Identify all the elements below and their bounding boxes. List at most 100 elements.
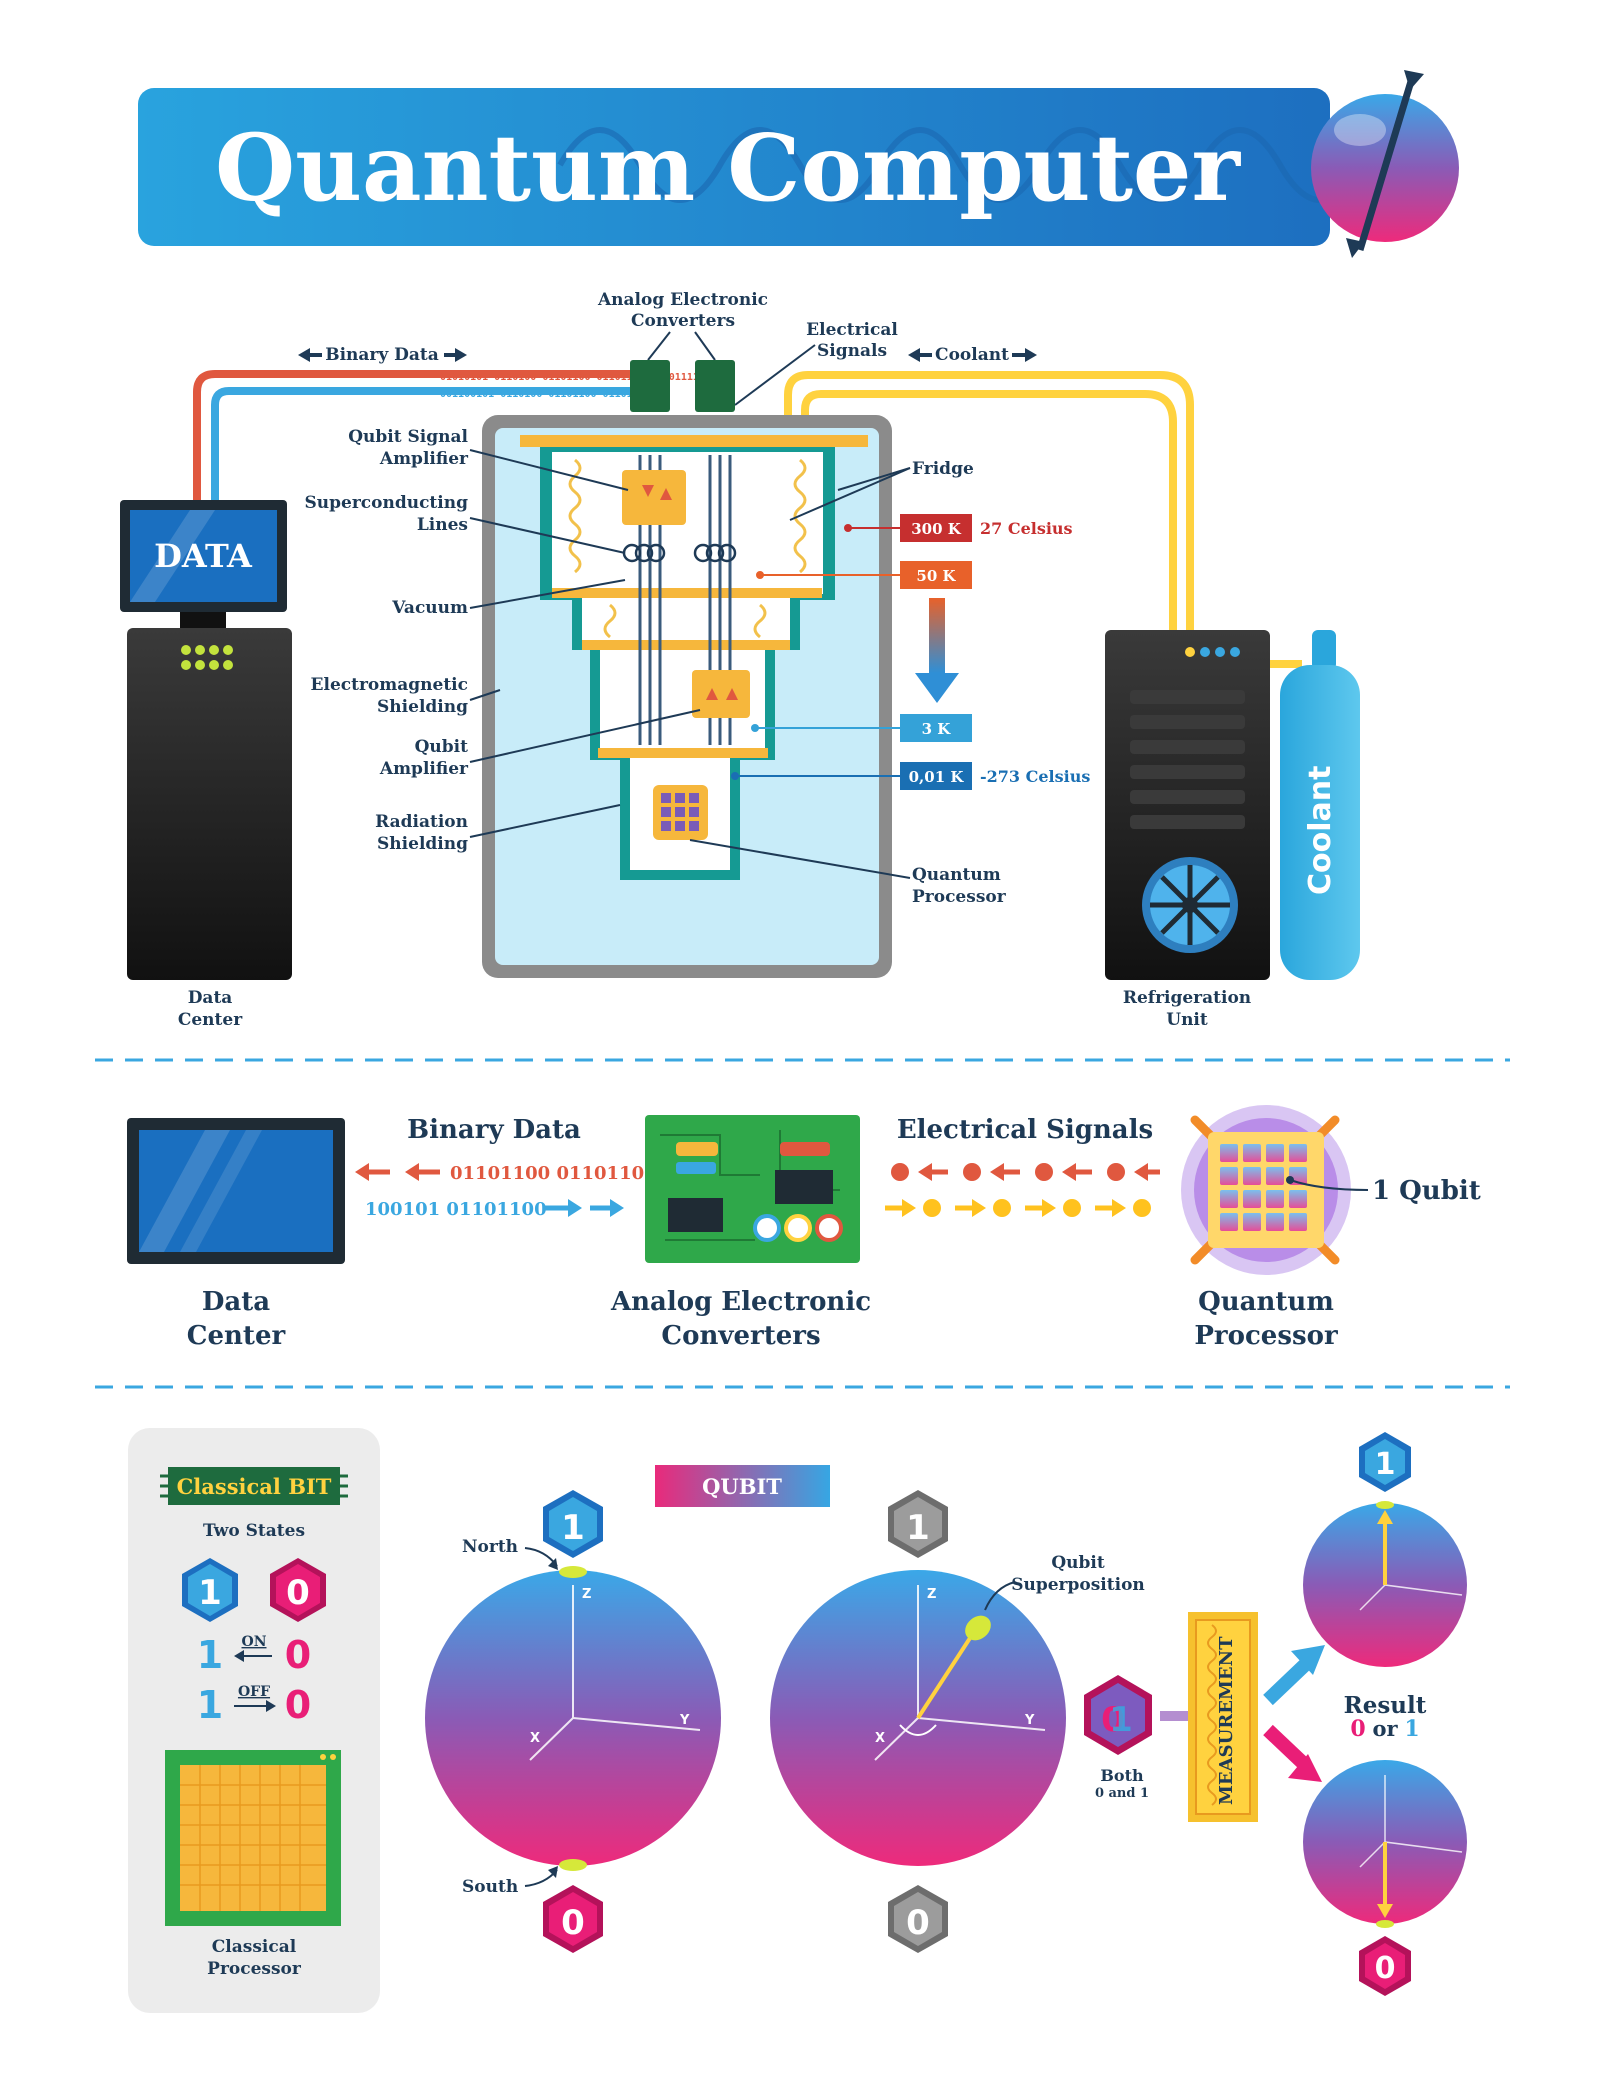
svg-text:1: 1 [1375, 1447, 1396, 1482]
label-fridge: Fridge [912, 459, 974, 479]
one-qubit-label: 1 Qubit [1372, 1176, 1481, 1206]
svg-text:27 Celsius: 27 Celsius [980, 519, 1073, 538]
flow-quantum-processor: 1 Qubit Quantum Processor [1181, 1105, 1481, 1351]
result-arrow-down [1263, 1724, 1322, 1782]
page-title: Quantum Computer [215, 114, 1241, 222]
svg-text:1: 1 [561, 1508, 585, 1548]
classical-processor-label: Classical [212, 1937, 297, 1957]
label-radiation-shielding: Radiation [375, 812, 468, 832]
svg-text:Converters: Converters [631, 311, 735, 331]
label-vacuum: Vacuum [391, 598, 468, 618]
svg-text:Processor: Processor [207, 1959, 302, 1979]
both-and-label: 0 and 1 [1095, 1786, 1149, 1801]
bit-off-zero: 0 [285, 1683, 311, 1727]
temperature-gradient-arrow [915, 598, 959, 703]
data-center-label: Data [188, 988, 233, 1008]
binary-string-blue: 001100101 0110100 01101100 01101111 [440, 389, 651, 400]
bit-zero-hex-icon: 0 [270, 1558, 326, 1622]
two-states-label: Two States [203, 1521, 305, 1541]
state-zero-hex-icon: 0 [543, 1885, 603, 1953]
flow-converters-label: Analog Electronic [610, 1287, 871, 1317]
title-banner: Quantum Computer [138, 88, 1363, 246]
bit-off-label: OFF [238, 1684, 270, 1700]
svg-text:Converters: Converters [661, 1321, 820, 1351]
svg-text:Analog Electronic: Analog Electronic [597, 290, 768, 310]
svg-text:0: 0 [286, 1573, 310, 1613]
bit-on-zero: 0 [285, 1633, 311, 1677]
svg-text:Processor: Processor [1194, 1321, 1338, 1351]
flow-electrical-signals: Electrical Signals [885, 1115, 1160, 1217]
bit-on-label: ON [242, 1634, 267, 1650]
flow-data-center-label: Data [202, 1287, 270, 1317]
svg-text:1: 1 [1109, 1700, 1133, 1740]
binary-data-cables: 01010101 0110100 01101100 01101100 01101… [193, 370, 699, 505]
flow-converter-board: Analog Electronic Converters [610, 1115, 871, 1351]
svg-text:X: X [530, 1731, 540, 1746]
svg-text:South: South [462, 1877, 518, 1897]
svg-text:North: North [462, 1537, 518, 1557]
svg-text:X: X [875, 1731, 885, 1746]
svg-text:Unit: Unit [1166, 1010, 1208, 1030]
svg-text:Binary Data: Binary Data [325, 345, 439, 365]
svg-text:Center: Center [187, 1321, 286, 1351]
result-sphere-zero [1303, 1760, 1467, 1928]
svg-text:Y: Y [679, 1713, 690, 1728]
svg-text:50 K: 50 K [916, 567, 956, 585]
label-qubit-signal-amplifier: Qubit Signal [348, 427, 468, 447]
svg-text:Result: Result [1344, 1692, 1427, 1719]
result-one-hex-icon: 1 [1359, 1432, 1411, 1492]
temperature-300k: 300 K 27 Celsius [844, 514, 1073, 542]
svg-text:or: or [1372, 1716, 1398, 1741]
svg-text:QUBIT: QUBIT [702, 1474, 782, 1499]
label-qubit-amplifier: Qubit [415, 737, 469, 757]
svg-text:Lines: Lines [417, 515, 468, 535]
flow-binary-data-title: Binary Data [407, 1115, 581, 1145]
svg-text:Processor: Processor [912, 887, 1007, 907]
svg-text:0: 0 [1350, 1716, 1365, 1742]
flow-binary-red: 01101100 01101100 [450, 1163, 657, 1184]
measurement-box: MEASUREMENT [1188, 1612, 1258, 1822]
coolant-cables [784, 371, 1194, 635]
bit-off-one: 1 [197, 1683, 223, 1727]
svg-text:Coolant: Coolant [935, 345, 1009, 365]
svg-text:-273 Celsius: -273 Celsius [980, 767, 1090, 786]
title-qubit-sphere-icon [1311, 70, 1459, 258]
fridge-left-labels: Qubit Signal Amplifier Superconducting L… [304, 427, 701, 854]
data-center-monitor: DATA [120, 500, 287, 628]
state-one-hex-icon: 1 [543, 1490, 603, 1558]
svg-text:Z: Z [582, 1587, 591, 1602]
svg-text:1: 1 [1404, 1716, 1419, 1742]
refrigeration-unit: Refrigeration Unit [1105, 630, 1270, 1030]
binary-string-red: 01010101 0110100 01101100 01101100 01101… [440, 372, 699, 383]
result-label: Result 0 or 1 [1344, 1692, 1427, 1742]
grey-zero-hex-icon: 0 [888, 1885, 948, 1953]
data-center-tower: Data Center [127, 628, 292, 1030]
svg-text:MEASUREMENT: MEASUREMENT [1216, 1636, 1237, 1805]
svg-text:Electrical: Electrical [806, 320, 898, 340]
both-label: Both [1100, 1766, 1144, 1785]
svg-text:Y: Y [1024, 1713, 1035, 1728]
top-label-coolant: Coolant [908, 345, 1037, 365]
temperature-3k: 3 K [751, 714, 972, 742]
svg-text:1: 1 [198, 1573, 222, 1613]
flow-data-center-monitor: Data Center [127, 1118, 345, 1351]
both-states-hex-icon: 0 1 Both 0 and 1 [1084, 1675, 1152, 1801]
svg-text:0: 0 [561, 1903, 585, 1943]
svg-text:Qubit: Qubit [1051, 1553, 1105, 1573]
classical-bit-panel: Classical BIT Two States 1 0 1 ON 0 1 OF… [128, 1428, 380, 2013]
svg-text:Shielding: Shielding [377, 834, 468, 854]
top-label-analog-converters: Analog Electronic Converters [597, 290, 768, 361]
svg-text:Superposition: Superposition [1011, 1575, 1145, 1595]
classical-processor-chip-icon [165, 1750, 341, 1926]
svg-text:1: 1 [906, 1508, 930, 1548]
top-label-electrical-signals: Electrical Signals [734, 320, 898, 406]
label-em-shielding: Electromagnetic [311, 675, 468, 695]
flow-processor-label: Quantum [1198, 1287, 1334, 1317]
svg-text:Signals: Signals [817, 341, 887, 361]
svg-text:Amplifier: Amplifier [379, 449, 469, 469]
svg-text:Amplifier: Amplifier [379, 759, 469, 779]
classical-bit-title: Classical BIT [177, 1474, 332, 1499]
result-arrow-up [1263, 1645, 1325, 1706]
fridge-housing [482, 415, 892, 978]
refrigeration-unit-label: Refrigeration [1123, 988, 1251, 1008]
